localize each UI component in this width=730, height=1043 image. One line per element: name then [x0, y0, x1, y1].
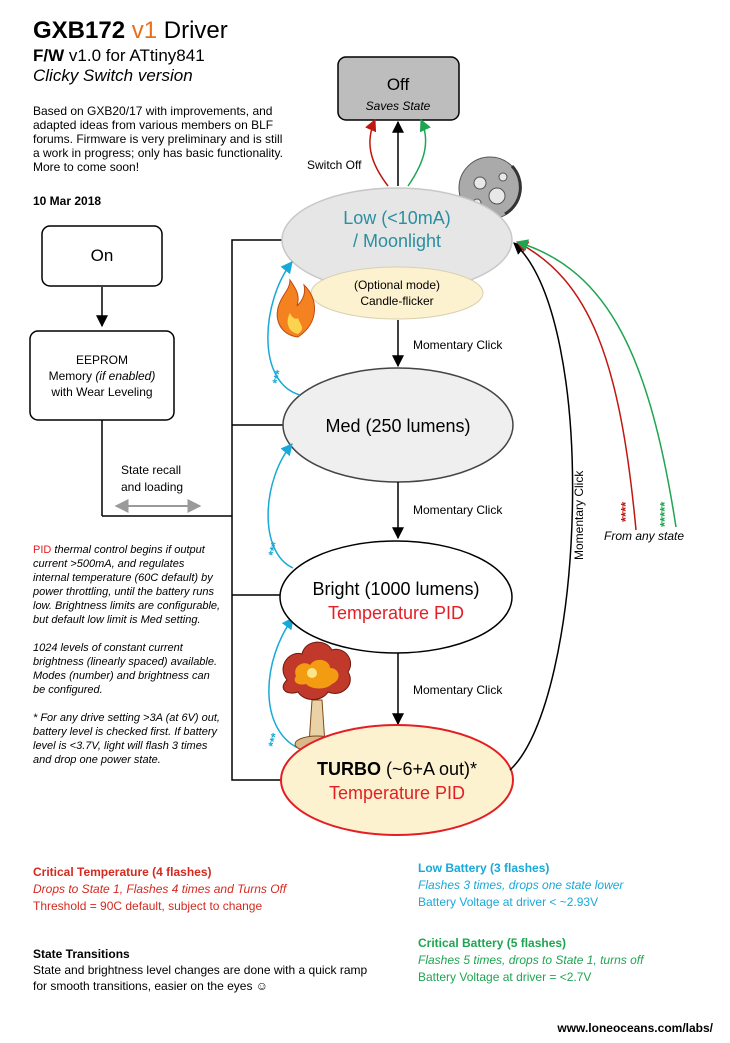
- low-battery-line1: Flashes 3 times, drops one state lower: [418, 878, 624, 892]
- candle-line1: (Optional mode): [354, 278, 440, 292]
- fw-rest: v1.0 for ATtiny841: [68, 46, 205, 65]
- bright-to-med-cyan-arrow: [267, 443, 294, 569]
- critical-temperature-line2: Threshold = 90C default, subject to chan…: [33, 899, 263, 913]
- red-to-off-arrow: [365, 118, 389, 187]
- off-subtitle: Saves State: [366, 99, 431, 113]
- low-battery-heading: Low Battery (3 flashes): [418, 861, 550, 875]
- bright-line2: Temperature PID: [328, 603, 464, 623]
- website-url: www.loneoceans.com/labs/: [557, 1021, 713, 1035]
- pid-note: PID thermal control begins if output cur…: [33, 543, 223, 627]
- eeprom-line2: Memory (if enabled): [49, 369, 156, 383]
- drive-note: * For any drive setting >3A (at 6V) out,…: [33, 712, 220, 766]
- candle-line2: Candle-flicker: [360, 294, 433, 308]
- med-label: Med (250 lumens): [325, 416, 470, 436]
- turbo-line2: Temperature PID: [329, 783, 465, 803]
- state-recall-line2: and loading: [121, 480, 183, 494]
- green-to-off-arrow: [407, 118, 431, 187]
- title-version: v1: [131, 17, 158, 44]
- low-node: Low (<10mA) / Moonlight: [281, 187, 513, 293]
- low-battery-legend: Low Battery (3 flashes) Flashes 3 times,…: [418, 860, 623, 911]
- turbo-bold: TURBO: [317, 759, 381, 779]
- state-recall-line1: State recall: [121, 463, 181, 477]
- turbo-line1: TURBO (~6+A out)*: [317, 759, 477, 779]
- on-label: On: [91, 246, 114, 265]
- med-to-low-cyan-arrow: [267, 261, 301, 396]
- state-transitions-heading: State Transitions: [33, 947, 130, 961]
- date-label: 10 Mar 2018: [33, 194, 102, 208]
- momentary-click-vertical: Momentary Click: [572, 470, 586, 560]
- on-node: On: [41, 225, 163, 287]
- state-transitions-body: State and brightness level changes are d…: [33, 963, 368, 993]
- three-star-1: ***: [269, 368, 286, 385]
- candle-node: (Optional mode) Candle-flicker: [310, 266, 484, 320]
- five-star-label: *****: [657, 501, 672, 527]
- three-star-3: ***: [265, 731, 282, 748]
- momentary-click-label-3: Momentary Click: [413, 683, 503, 697]
- critical-battery-legend: Critical Battery (5 flashes) Flashes 5 t…: [418, 935, 643, 986]
- critical-battery-line2: Battery Voltage at driver = <2.7V: [418, 970, 592, 984]
- momentary-click-label-2: Momentary Click: [413, 503, 503, 517]
- critical-temperature-heading: Critical Temperature (4 flashes): [33, 865, 212, 879]
- low-line2: / Moonlight: [353, 231, 441, 251]
- med-node: Med (250 lumens): [282, 367, 514, 483]
- critical-temperature-line1: Drops to State 1, Flashes 4 times and Tu…: [33, 882, 287, 896]
- low-battery-line2: Battery Voltage at driver < ~2.93V: [418, 895, 599, 909]
- green-from-any-arrow: [515, 239, 677, 528]
- three-star-2: ***: [265, 540, 282, 557]
- bright-node: Bright (1000 lumens) Temperature PID: [279, 540, 513, 654]
- eeprom-node: EEPROM Memory (if enabled) with Wear Lev…: [29, 330, 175, 421]
- intro-text: Based on GXB20/17 with improvements, and…: [33, 104, 283, 174]
- from-any-state-label: From any state: [604, 529, 684, 543]
- pid-text: thermal control begins if output current…: [33, 544, 221, 626]
- eeprom-line1: EEPROM: [76, 353, 128, 367]
- subtitle: Clicky Switch version: [33, 66, 193, 85]
- critical-temperature-legend: Critical Temperature (4 flashes) Drops t…: [33, 864, 286, 915]
- notes-block: PID thermal control begins if output cur…: [33, 543, 223, 781]
- pid-word: PID: [33, 544, 52, 556]
- flame-icon: [276, 278, 316, 338]
- firmware-line: F/W v1.0 for ATtiny841: [33, 46, 205, 66]
- eeprom-line2a: Memory: [49, 369, 96, 383]
- switch-off-label: Switch Off: [307, 158, 362, 172]
- turbo-node: TURBO (~6+A out)* Temperature PID: [280, 724, 514, 836]
- critical-battery-heading: Critical Battery (5 flashes): [418, 936, 567, 950]
- off-node: Off Saves State: [337, 56, 460, 121]
- red-from-any-arrow: [515, 241, 637, 531]
- bright-line1: Bright (1000 lumens): [312, 579, 479, 599]
- turbo-to-bright-cyan-arrow: [268, 617, 299, 749]
- eeprom-line2b: (if enabled): [95, 369, 155, 383]
- fw-prefix: F/W: [33, 46, 65, 65]
- off-title: Off: [387, 75, 410, 94]
- diagram-title: GXB172 v1 Driver: [33, 18, 228, 44]
- levels-note: 1024 levels of constant current brightne…: [33, 642, 218, 696]
- title-model: GXB172: [33, 17, 126, 44]
- eeprom-line3: with Wear Leveling: [50, 385, 152, 399]
- state-transitions-legend: State Transitions State and brightness l…: [33, 946, 378, 994]
- turbo-to-low-arrow: [509, 242, 574, 771]
- bus-lines: [96, 239, 285, 781]
- four-star-label: ****: [618, 501, 633, 522]
- low-line1: Low (<10mA): [343, 208, 451, 228]
- title-kind: Driver: [163, 17, 228, 44]
- turbo-rest: (~6+A out)*: [381, 759, 477, 779]
- momentary-click-label-1: Momentary Click: [413, 338, 503, 352]
- critical-battery-line1: Flashes 5 times, drops to State 1, turns…: [418, 953, 644, 967]
